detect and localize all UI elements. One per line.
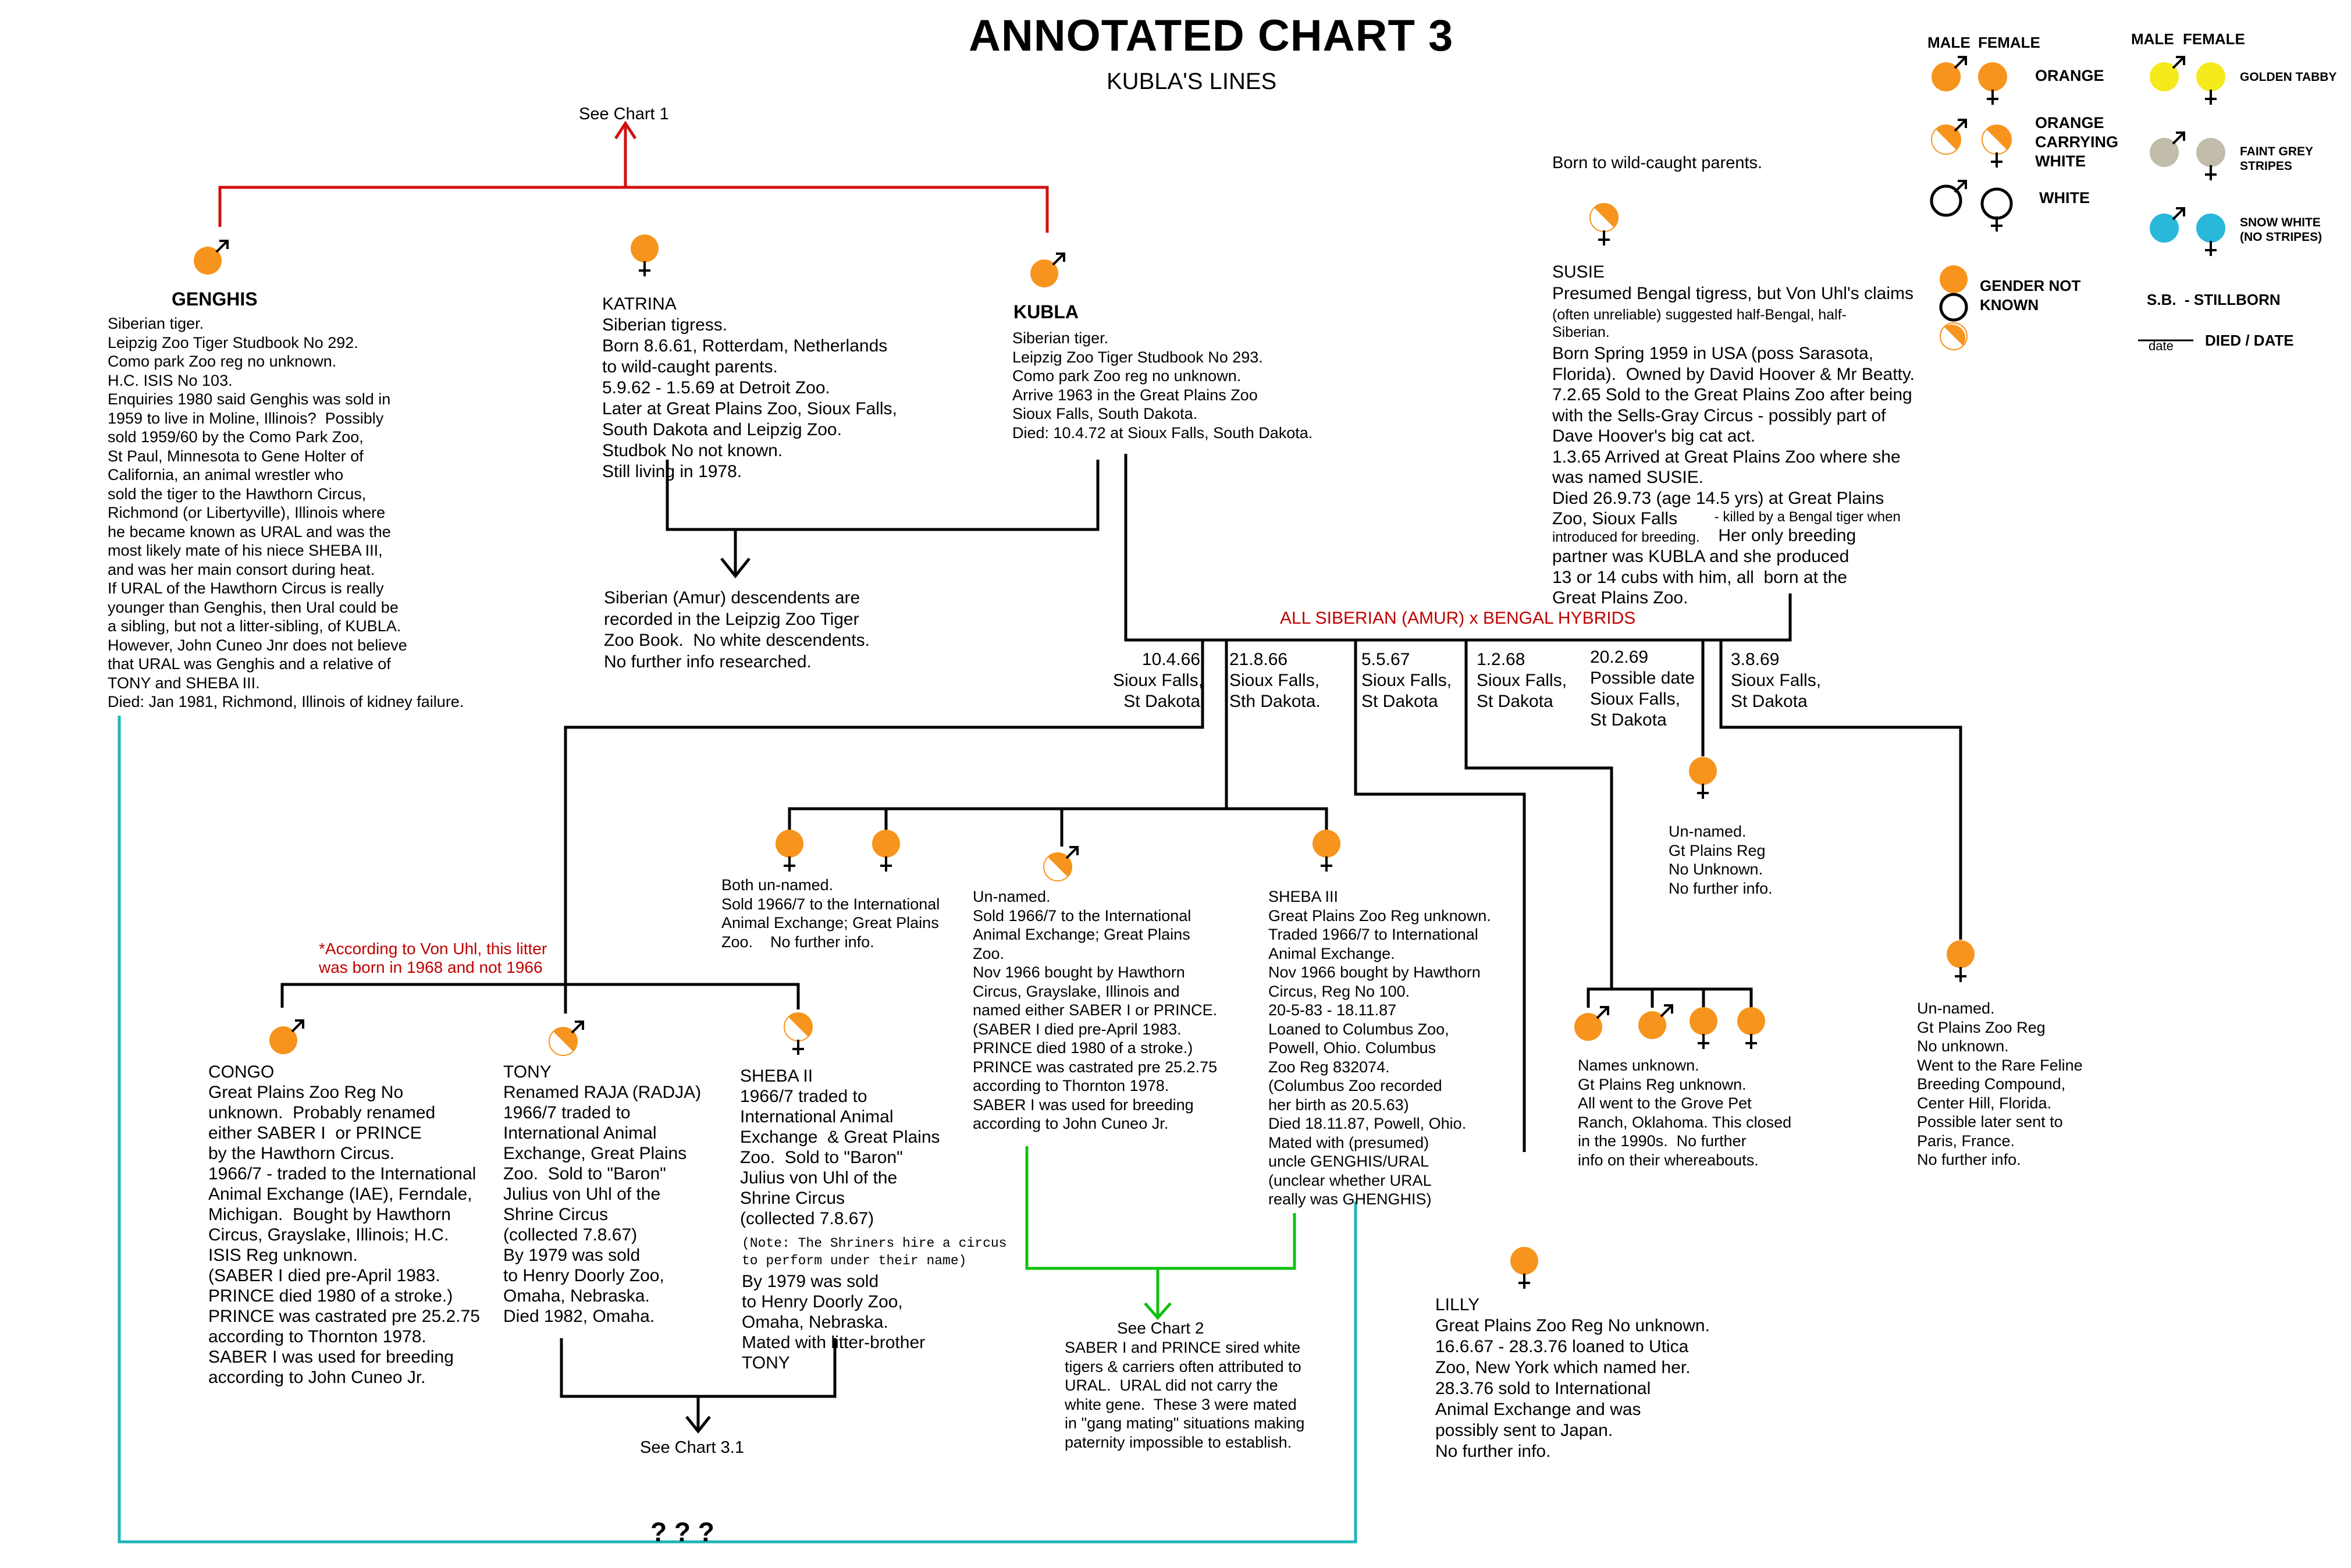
unnamed-male-carrier-icon — [1043, 846, 1079, 881]
legend-female-golden-tabby-icon — [2196, 62, 2225, 106]
congo-male-orange-icon — [269, 1019, 304, 1054]
susie-killed-note: - killed by a Bengal tiger when — [1710, 509, 1901, 525]
grove-pet-notes: Names unknown. Gt Plains Reg unknown. Al… — [1578, 1057, 1792, 1169]
susie-female-carrier-icon — [1589, 203, 1619, 247]
kubla-name: KUBLA — [1013, 301, 1079, 322]
page-subtitle: KUBLA'S LINES — [1107, 69, 1277, 94]
legend-male-white-icon — [1930, 180, 1967, 217]
katrina-notes: Siberian tigress. Born 8.6.61, Rotterdam… — [602, 315, 897, 481]
legend-died-date-label: DIED / DATE — [2205, 332, 2294, 349]
unnamed-paris-notes: Un-named. Gt Plains Zoo Reg No unknown. … — [1917, 1000, 2083, 1168]
family-tree-lines — [280, 454, 1962, 1434]
legend-golden-tabby-label: GOLDEN TABBY — [2240, 70, 2337, 84]
genghis-notes: Siberian tiger. Leipzig Zoo Tiger Studbo… — [108, 315, 464, 710]
von-uhl-note: *According to Von Uhl, this litter was b… — [319, 940, 547, 976]
see-chart-3-1-link[interactable]: See Chart 3.1 — [640, 1438, 744, 1457]
legend-male-header: MALE — [1927, 34, 1971, 51]
unnamed-female-orange-icon — [1690, 1007, 1717, 1050]
unnamed-1969-notes: Un-named. Gt Plains Reg No Unknown. No f… — [1669, 823, 1773, 897]
tony-notes: TONY Renamed RAJA (RADJA) 1966/7 traded … — [503, 1062, 702, 1326]
unnamed-female-orange-icon — [1737, 1007, 1765, 1050]
legend-male-carrier-icon — [1931, 119, 1967, 155]
susie-killed-note-2: introduced for breeding. — [1552, 529, 1700, 545]
legend-date-label: date — [2149, 339, 2174, 353]
unnamed-male-orange-icon — [1574, 1006, 1609, 1041]
legend-female-orange-icon — [1978, 62, 2007, 106]
sheba2-female-carrier-icon — [784, 1012, 813, 1056]
legend-unknown-orange-icon — [1940, 265, 1968, 293]
legend-female-snow-white-icon — [2196, 214, 2225, 257]
sheba2-notes-continued: By 1979 was sold to Henry Doorly Zoo, Om… — [742, 1272, 926, 1373]
legend-orange-label: ORANGE — [2035, 67, 2104, 84]
litter-date-5: 20.2.69 Possible date Sioux Falls, St Da… — [1590, 648, 1695, 730]
litter-date-6: 3.8.69 Sioux Falls, St Dakota — [1731, 650, 1822, 711]
legend-white-label: WHITE — [2039, 189, 2090, 207]
susie-desc-line3: Siberian. — [1552, 324, 1610, 340]
susie-partner-2: partner was KUBLA and she produced 13 or… — [1552, 547, 1849, 607]
hybrids-label: ALL SIBERIAN (AMUR) x BENGAL HYBRIDS — [1280, 609, 1636, 628]
legend-snow-white-label: SNOW WHITE (NO STRIPES) — [2240, 216, 2322, 244]
susie-name: SUSIE — [1552, 262, 1605, 282]
lilly-female-orange-icon — [1510, 1247, 1538, 1290]
genghis-male-orange-icon — [194, 240, 229, 275]
legend-male-orange-icon — [1932, 56, 1967, 91]
unnamed-female-orange-icon — [872, 830, 900, 873]
question-marks: ? ? ? — [650, 1517, 714, 1547]
legend-unknown-white-icon — [1939, 293, 1968, 322]
katrina-name: KATRINA — [602, 294, 677, 314]
susie-partner-1: Her only breeding — [1713, 526, 1856, 545]
legend-female-white-icon — [1980, 187, 2013, 233]
legend-faint-grey-label: FAINT GREY STRIPES — [2240, 145, 2314, 173]
litter-date-1: 10.4.66 Sioux Falls, St Dakota — [1113, 650, 1204, 711]
congo-notes: CONGO Great Plains Zoo Reg No unknown. P… — [208, 1062, 480, 1387]
page-title: ANNOTATED CHART 3 — [969, 11, 1454, 61]
litter-date-3: 5.5.67 Sioux Falls, St Dakota — [1361, 650, 1452, 711]
unnamed-saber-notes: Un-named. Sold 1966/7 to the Internation… — [973, 888, 1218, 1132]
tony-male-carrier-icon — [549, 1021, 584, 1056]
kubla-notes: Siberian tiger. Leipzig Zoo Tiger Studbo… — [1012, 329, 1313, 442]
litter-date-4: 1.2.68 Sioux Falls, St Dakota — [1477, 650, 1567, 711]
legend-male-golden-tabby-icon — [2150, 56, 2185, 91]
genghis-sheba-connector — [118, 716, 1357, 1544]
litter-date-2: 21.8.66 Sioux Falls, Sth Dakota. — [1229, 650, 1321, 711]
siberian-descendents-note: Siberian (Amur) descendents are recorded… — [604, 588, 870, 671]
legend-female-header-2: FEMALE — [2183, 30, 2245, 48]
unnamed-female-orange-icon — [1689, 757, 1717, 800]
unnamed-female-orange-icon — [1947, 940, 1975, 983]
legend-female-header: FEMALE — [1978, 34, 2040, 51]
susie-notes: Born Spring 1959 in USA (poss Sarasota, … — [1552, 344, 1915, 528]
legend-female-faint-grey-icon — [2196, 138, 2225, 182]
both-unnamed-notes: Both un-named. Sold 1966/7 to the Intern… — [721, 876, 940, 951]
legend-male-faint-grey-icon — [2150, 131, 2185, 167]
kubla-male-orange-icon — [1030, 253, 1065, 287]
katrina-female-orange-icon — [631, 234, 659, 278]
legend-unknown-carrier-icon — [1940, 322, 1968, 350]
chart2-notes: SABER I and PRINCE sired white tigers & … — [1065, 1339, 1305, 1451]
sheba3-female-orange-icon — [1313, 830, 1340, 873]
legend-stillborn-label: S.B. - STILLBORN — [2147, 291, 2281, 308]
legend-gender-unknown-label: GENDER NOT KNOWN — [1980, 277, 2081, 314]
see-chart-1-link[interactable]: See Chart 1 — [579, 105, 669, 123]
sheba3-notes: SHEBA III Great Plains Zoo Reg unknown. … — [1268, 888, 1491, 1208]
born-wild-note: Born to wild-caught parents. — [1552, 154, 1763, 172]
susie-desc-line1: Presumed Bengal tigress, but Von Uhl's c… — [1552, 284, 1914, 303]
legend-carrier-label: ORANGE CARRYING WHITE — [2035, 114, 2119, 170]
genghis-name: GENGHIS — [172, 289, 258, 310]
legend-male-snow-white-icon — [2150, 207, 2185, 243]
susie-desc-line2: (often unreliable) suggested half-Bengal… — [1552, 307, 1847, 323]
see-chart-2-link[interactable]: See Chart 2 — [1117, 1319, 1204, 1337]
parents-connector — [218, 120, 1049, 233]
chart2-connector — [1025, 1146, 1296, 1320]
lilly-notes: LILLY Great Plains Zoo Reg No unknown. 1… — [1435, 1295, 1710, 1461]
sheba2-shriners-note: (Note: The Shriners hire a circus to per… — [742, 1236, 1007, 1268]
legend-female-carrier-icon — [1982, 125, 2012, 169]
unnamed-male-orange-icon — [1638, 1004, 1673, 1039]
unnamed-female-orange-icon — [776, 830, 803, 873]
sheba2-notes: SHEBA II 1966/7 traded to International … — [740, 1066, 940, 1228]
legend-male-header-2: MALE — [2131, 30, 2174, 48]
